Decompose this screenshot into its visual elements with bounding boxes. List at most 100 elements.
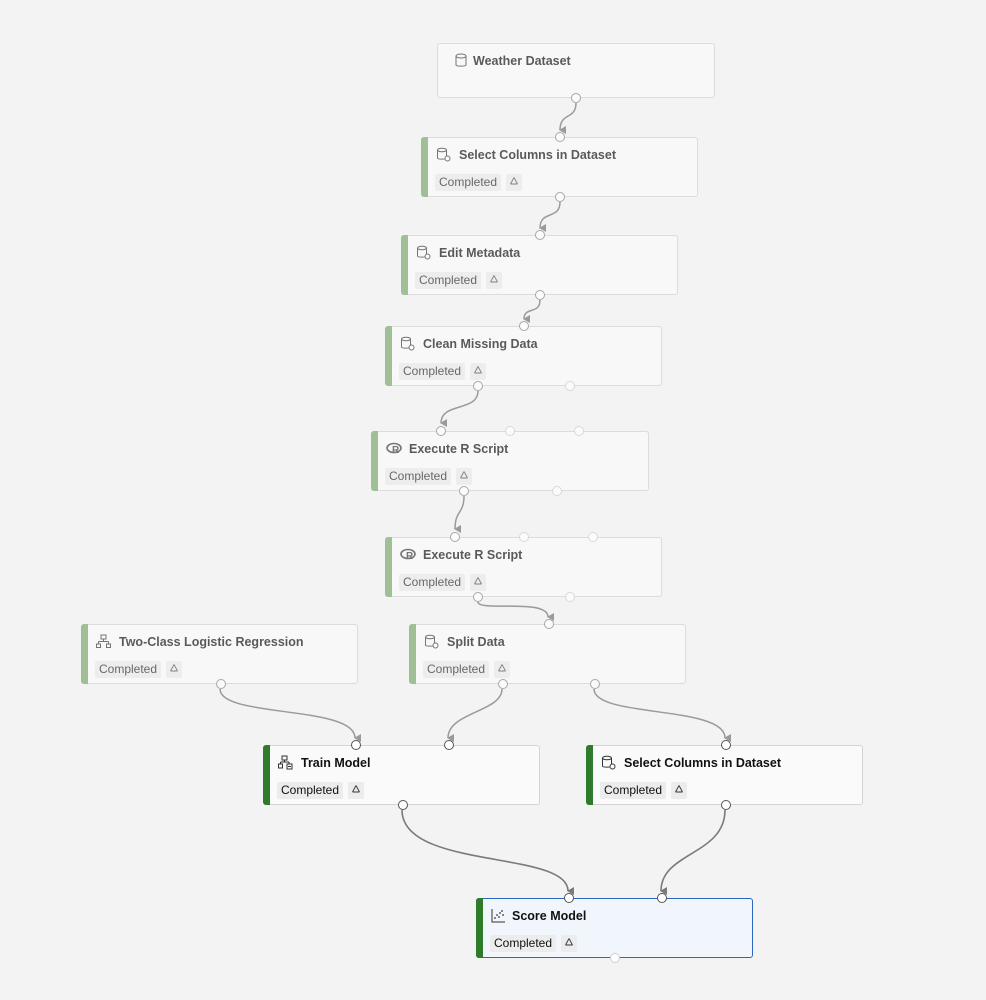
dataset-gear-icon: [400, 336, 415, 351]
edge-clean-missing-to-execute-r-1: [440, 390, 479, 428]
svg-text:R: R: [406, 551, 414, 562]
output-port-mask[interactable]: [565, 381, 575, 391]
node-clean-missing-data[interactable]: Clean Missing Data Completed: [385, 321, 662, 391]
output-port-2[interactable]: [565, 592, 575, 602]
input-port[interactable]: [535, 230, 545, 240]
edge-weather-to-select-columns: [559, 102, 577, 135]
status-bar: [409, 624, 416, 684]
output-port-2[interactable]: [590, 679, 600, 689]
dataset-gear-icon: [436, 147, 451, 162]
recycle-icon: [166, 661, 182, 678]
edge-execute-r-1-to-execute-r-2: [454, 495, 465, 534]
output-port[interactable]: [555, 192, 565, 202]
node-weather-dataset[interactable]: Weather Dataset: [437, 43, 715, 103]
node-title: Two-Class Logistic Regression: [119, 635, 304, 649]
node-execute-r-script[interactable]: R Execute R Script Completed: [385, 532, 662, 602]
r-logo-icon: R: [400, 547, 416, 562]
output-port-1[interactable]: [498, 679, 508, 689]
input-port-1[interactable]: [450, 532, 460, 542]
recycle-icon: [561, 935, 577, 952]
output-port[interactable]: [610, 953, 620, 963]
node-edit-metadata[interactable]: Edit Metadata Completed: [401, 230, 678, 300]
recycle-icon: [494, 661, 510, 678]
edge-split-data-to-train-model: [447, 688, 503, 743]
edge-select-columns-2-to-score-model: [660, 809, 726, 896]
output-port-1[interactable]: [459, 486, 469, 496]
status-badge: Completed: [415, 272, 482, 289]
status-bar: [401, 235, 408, 295]
status-badge: Completed: [95, 661, 162, 678]
output-port[interactable]: [721, 800, 731, 810]
dataset-gear-icon: [424, 634, 439, 649]
output-port[interactable]: [535, 290, 545, 300]
node-execute-r-script[interactable]: R Execute R Script Completed: [371, 426, 649, 496]
r-logo-icon: R: [386, 441, 402, 456]
output-port[interactable]: [398, 800, 408, 810]
node-select-columns-in-dataset[interactable]: Select Columns in Dataset Completed: [586, 740, 863, 810]
output-port-1[interactable]: [473, 592, 483, 602]
node-title: Score Model: [512, 909, 587, 923]
output-port[interactable]: [216, 679, 226, 689]
node-title: Weather Dataset: [473, 54, 571, 68]
status-bar: [385, 326, 392, 386]
node-title: Clean Missing Data: [423, 337, 538, 351]
tree-icon: [96, 634, 111, 649]
node-title: Execute R Script: [409, 442, 509, 456]
node-select-columns-in-dataset[interactable]: Select Columns in Dataset Completed: [421, 132, 698, 202]
status-bar: [81, 624, 88, 684]
input-port-3[interactable]: [588, 532, 598, 542]
status-bar: [263, 745, 270, 805]
status-bar: [476, 898, 483, 958]
node-title: Execute R Script: [423, 548, 523, 562]
input-port-trained-model[interactable]: [564, 893, 574, 903]
node-score-model[interactable]: Score Model Completed: [476, 893, 753, 963]
input-port-untrained-model[interactable]: [351, 740, 361, 750]
input-port-dataset[interactable]: [444, 740, 454, 750]
status-badge: Completed: [399, 574, 466, 591]
output-port-cleaned[interactable]: [473, 381, 483, 391]
input-port-3[interactable]: [574, 426, 584, 436]
input-port[interactable]: [555, 132, 565, 142]
input-port[interactable]: [721, 740, 731, 750]
input-port-1[interactable]: [436, 426, 446, 436]
dataset-icon: [454, 53, 469, 68]
svg-text:R: R: [392, 445, 400, 456]
dataset-gear-icon: [416, 245, 431, 260]
node-title: Split Data: [447, 635, 505, 649]
node-train-model[interactable]: Train Model Completed: [263, 740, 540, 810]
status-badge: Completed: [600, 782, 667, 799]
node-title: Select Columns in Dataset: [459, 148, 616, 162]
input-port[interactable]: [544, 619, 554, 629]
status-badge: Completed: [490, 935, 557, 952]
status-badge: Completed: [277, 782, 344, 799]
recycle-icon: [671, 782, 687, 799]
status-badge: Completed: [423, 661, 490, 678]
train-icon: [278, 755, 293, 770]
recycle-icon: [456, 468, 472, 485]
recycle-icon: [470, 363, 486, 380]
node-title: Train Model: [301, 756, 371, 770]
output-port-2[interactable]: [552, 486, 562, 496]
recycle-icon: [348, 782, 364, 799]
node-title: Select Columns in Dataset: [624, 756, 781, 770]
input-port-2[interactable]: [505, 426, 515, 436]
recycle-icon: [470, 574, 486, 591]
edge-execute-r-2-to-split-data: [477, 601, 555, 621]
edge-edit-metadata-to-clean-missing: [523, 299, 541, 324]
status-badge: Completed: [385, 468, 452, 485]
status-badge: Completed: [399, 363, 466, 380]
node-title: Edit Metadata: [439, 246, 521, 260]
input-port-dataset[interactable]: [657, 893, 667, 903]
status-bar: [586, 745, 593, 805]
status-bar: [421, 137, 428, 197]
edge-select-columns-to-edit-metadata: [539, 201, 561, 233]
input-port-2[interactable]: [519, 532, 529, 542]
recycle-icon: [486, 272, 502, 289]
dataset-gear-icon: [601, 755, 616, 770]
node-two-class-logistic-regression[interactable]: Two-Class Logistic Regression Completed: [81, 624, 358, 689]
status-bar: [385, 537, 392, 597]
output-port[interactable]: [571, 93, 581, 103]
edge-split-data-to-select-columns-2: [593, 688, 732, 742]
node-split-data[interactable]: Split Data Completed: [409, 619, 686, 689]
input-port[interactable]: [519, 321, 529, 331]
